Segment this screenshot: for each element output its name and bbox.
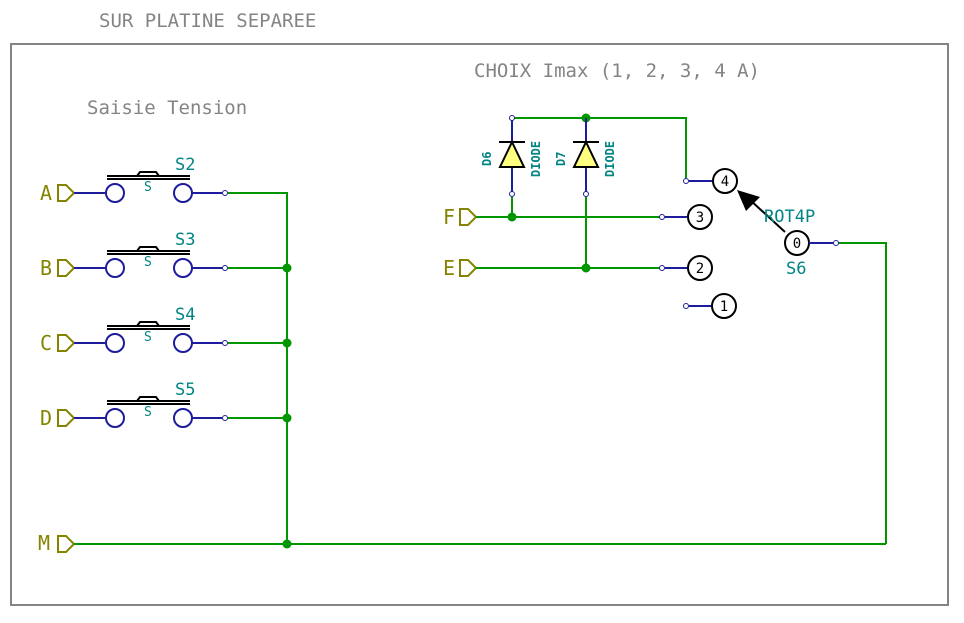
svg-text:2: 2 xyxy=(696,261,704,277)
port-e[interactable]: E xyxy=(443,256,478,280)
port-m[interactable]: M xyxy=(38,531,76,555)
diode-d7-symbol-icon xyxy=(572,139,600,168)
switch-s3-ref: S3 xyxy=(175,230,195,250)
switch-s4-ref: S4 xyxy=(175,305,195,325)
rotary-value: ROT4P xyxy=(764,207,815,227)
junction-b xyxy=(282,263,292,273)
diode-d6-ref: D6 xyxy=(480,152,494,166)
svg-text:F: F xyxy=(443,205,455,229)
port-c-arrow-icon xyxy=(57,334,76,352)
switch-s3-contact-right-icon xyxy=(173,258,193,278)
switch-s4-contact-left-icon xyxy=(105,333,125,353)
junction-d xyxy=(282,413,292,423)
left-bus-wires xyxy=(74,192,886,549)
svg-text:S: S xyxy=(144,255,152,270)
svg-text:0: 0 xyxy=(793,236,801,252)
rotary-pin-4 xyxy=(712,168,738,194)
port-b-arrow-icon xyxy=(57,259,76,277)
diode-d7-value: DIODE xyxy=(603,141,617,177)
svg-text:1: 1 xyxy=(720,299,728,315)
rotary-pin-2 xyxy=(687,255,713,281)
switch-s5-contact-left-icon xyxy=(105,408,125,428)
diode-d6-value: DIODE xyxy=(529,141,543,177)
saisie-title: Saisie Tension xyxy=(87,97,247,119)
junction-c xyxy=(282,338,292,348)
switch-s2-contact-left-icon xyxy=(105,183,125,203)
switch-s3[interactable]: S S3 xyxy=(74,230,228,278)
switch-s3-actuator-icon xyxy=(107,246,190,255)
junction-e xyxy=(581,263,591,273)
junction-m xyxy=(282,539,292,549)
diode-d7[interactable]: D7 DIODE xyxy=(554,118,617,197)
rotary-pin-3 xyxy=(687,204,713,230)
switch-s5-actuator-icon xyxy=(107,396,190,405)
switch-s5[interactable]: S S5 xyxy=(74,380,228,428)
switch-s2-ref: S2 xyxy=(175,155,195,175)
svg-text:E: E xyxy=(443,256,455,280)
switch-s4[interactable]: S S4 xyxy=(74,305,228,353)
port-d-arrow-icon xyxy=(57,409,76,427)
rotary-ref: S6 xyxy=(786,259,806,279)
switch-s5-contact-right-icon xyxy=(173,408,193,428)
rotary-wiper-arrow-icon xyxy=(737,190,760,211)
svg-text:S: S xyxy=(144,405,152,420)
board-frame xyxy=(10,43,949,606)
port-a[interactable]: A xyxy=(40,181,76,205)
svg-text:C: C xyxy=(40,331,52,355)
port-f-arrow-icon xyxy=(459,208,478,226)
port-m-arrow-icon xyxy=(57,535,76,553)
switch-s4-actuator-icon xyxy=(107,321,190,330)
switch-s5-ref: S5 xyxy=(175,380,195,400)
port-d[interactable]: D xyxy=(40,406,76,430)
rotary-switch-s6[interactable]: 4 3 2 1 0 ROT4P S6 xyxy=(659,168,839,319)
switch-s2[interactable]: S S2 xyxy=(74,155,228,203)
svg-text:A: A xyxy=(40,181,52,205)
header-text: SUR PLATINE SEPAREE xyxy=(99,10,316,32)
diode-d6[interactable]: D6 DIODE xyxy=(480,115,543,197)
port-b[interactable]: B xyxy=(40,256,76,280)
svg-text:M: M xyxy=(38,531,50,555)
port-e-arrow-icon xyxy=(459,259,478,277)
rotary-pin-1 xyxy=(711,293,737,319)
switch-s2-actuator-icon xyxy=(107,171,190,180)
svg-text:3: 3 xyxy=(696,210,704,226)
switch-s2-contact-right-icon xyxy=(173,183,193,203)
junction-f xyxy=(507,212,517,222)
diode-d6-symbol-icon xyxy=(498,139,526,168)
port-a-arrow-icon xyxy=(57,184,76,202)
right-wires xyxy=(476,113,887,544)
svg-text:S: S xyxy=(144,180,152,195)
choix-title: CHOIX Imax (1, 2, 3, 4 A) xyxy=(474,60,760,82)
svg-text:S: S xyxy=(144,330,152,345)
switch-s3-contact-left-icon xyxy=(105,258,125,278)
svg-text:D: D xyxy=(40,406,52,430)
port-f[interactable]: F xyxy=(443,205,478,229)
svg-text:B: B xyxy=(40,256,52,280)
switch-s4-contact-right-icon xyxy=(173,333,193,353)
svg-text:4: 4 xyxy=(721,174,729,190)
port-c[interactable]: C xyxy=(40,331,76,355)
diode-d7-ref: D7 xyxy=(554,152,568,166)
